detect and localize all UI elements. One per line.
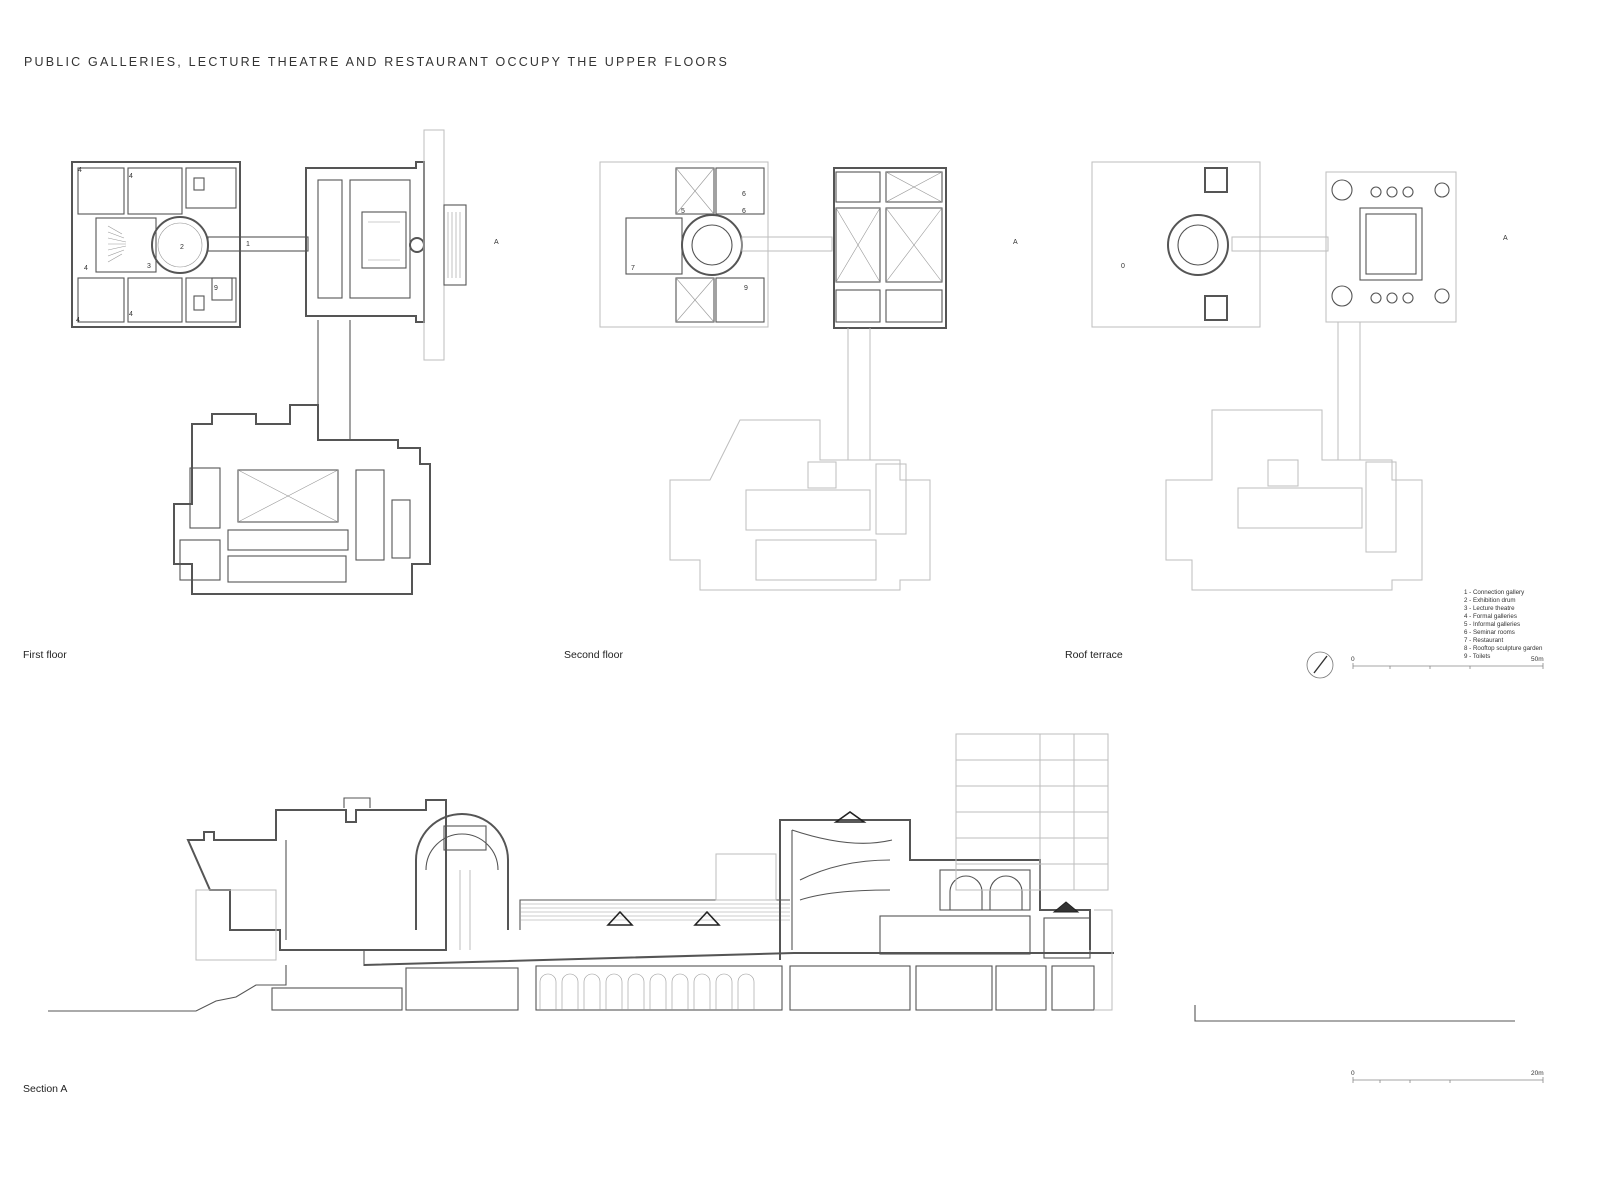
room-number-label: 1 — [246, 241, 250, 248]
plan-scale-start-label: 0 — [1351, 656, 1355, 663]
north-arrow-icon — [1306, 651, 1334, 679]
room-number-label: 9 — [214, 285, 218, 292]
room-legend: 1 - Connection gallery 2 - Exhibition dr… — [1464, 589, 1542, 661]
gallery-roof-slats — [520, 903, 790, 921]
legend-item: 6 - Seminar rooms — [1464, 629, 1515, 636]
section-scale-bar — [1352, 1077, 1544, 1083]
section-scale-end-label: 20m — [1531, 1070, 1544, 1077]
second-floor-room-numbers: 5 6 6 7 9 A — [631, 191, 1018, 292]
room-number-label: 7 — [631, 265, 635, 272]
legend-item: 4 - Formal galleries — [1464, 613, 1517, 620]
first-floor-room-numbers: 4 4 4 4 4 2 3 1 9 A — [76, 167, 499, 324]
section-cut-marker: A — [494, 239, 499, 246]
room-number-label: 9 — [744, 285, 748, 292]
tower-block-windows — [956, 734, 1108, 890]
legend-item: 2 - Exhibition drum — [1464, 597, 1516, 604]
room-number-label: 4 — [129, 311, 133, 318]
first-floor-plan — [71, 129, 467, 595]
legend-item: 7 - Restaurant — [1464, 637, 1504, 644]
room-number-label: 6 — [742, 191, 746, 198]
legend-item: 5 - Informal galleries — [1464, 621, 1521, 628]
room-number-label: 4 — [78, 167, 82, 174]
room-number-label: 6 — [742, 208, 746, 215]
section-cut-marker: A — [1503, 235, 1508, 242]
legend-item: 9 - Toilets — [1464, 653, 1491, 660]
room-number-label: 2 — [180, 244, 184, 251]
room-number-label: 0 — [1121, 263, 1125, 270]
second-floor-plan — [599, 161, 947, 591]
room-number-label: 4 — [76, 317, 80, 324]
section-scale-start-label: 0 — [1351, 1070, 1355, 1077]
legend-item: 8 - Rooftop sculpture garden — [1464, 645, 1543, 652]
legend-item: 1 - Connection gallery — [1464, 589, 1525, 596]
room-number-label: 4 — [129, 173, 133, 180]
legend-item: 3 - Lecture theatre — [1464, 605, 1515, 612]
room-number-label: 5 — [681, 208, 685, 215]
second-floor-caption: Second floor — [564, 649, 623, 661]
section-cut-marker: A — [1013, 239, 1018, 246]
plan-scale-bar — [1352, 663, 1544, 669]
room-number-label: 3 — [147, 263, 151, 270]
roof-terrace-plan — [1091, 161, 1457, 591]
room-number-label: 4 — [84, 265, 88, 272]
roof-terrace-room-numbers: 0 A — [1121, 235, 1508, 270]
first-floor-caption: First floor — [23, 649, 67, 661]
basement-arches — [539, 973, 755, 1010]
plan-scale-end-label: 50m — [1531, 656, 1544, 663]
section-a-caption: Section A — [23, 1083, 68, 1095]
sheet-heading: PUBLIC GALLERIES, LECTURE THEATRE AND RE… — [24, 55, 730, 69]
roof-terrace-caption: Roof terrace — [1065, 649, 1123, 661]
section-a-drawing — [48, 733, 1515, 1022]
